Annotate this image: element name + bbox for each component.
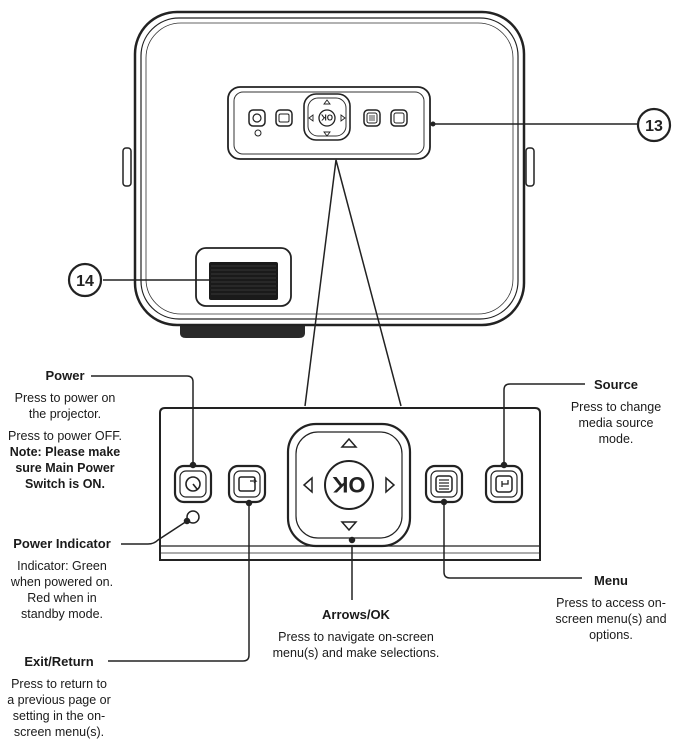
menu-button[interactable] (424, 464, 464, 504)
power-desc-2-plain: Press to power OFF. (8, 429, 122, 443)
source-label-block: Source Press to change media source mode… (566, 377, 666, 447)
callout-14-number: 14 (76, 273, 94, 290)
source-icon (495, 475, 513, 493)
menu-label-block: Menu Press to access on-screen menu(s) a… (552, 573, 670, 643)
power-desc-1: Press to power on the projector. (14, 391, 116, 421)
lens-dial (195, 247, 292, 307)
exit-return-icon (238, 476, 258, 492)
ok-button[interactable]: OK (324, 460, 374, 510)
callout-14: 14 (67, 262, 209, 298)
source-button[interactable] (484, 464, 524, 504)
menu-desc: Press to access on-screen menu(s) and op… (555, 596, 667, 642)
arrow-left-icon[interactable] (302, 476, 313, 494)
svg-text:OK: OK (321, 113, 333, 122)
ok-button-label: OK (332, 472, 365, 497)
power-button[interactable] (173, 464, 213, 504)
arrows-ok-label-block: Arrows/OK Press to navigate on-screen me… (266, 607, 446, 661)
arrow-up-icon[interactable] (340, 437, 358, 448)
source-desc: Press to change media source mode. (570, 400, 662, 446)
exit-return-desc: Press to return to a previous page or se… (7, 677, 111, 739)
power-title: Power (45, 368, 85, 383)
zoom-lines (304, 159, 402, 407)
power-icon (185, 476, 201, 492)
exit-return-label-block: Exit/Return Press to return to a previou… (6, 654, 112, 740)
callout-13: 13 (434, 107, 672, 143)
menu-icon (435, 475, 453, 493)
callout-13-number: 13 (645, 118, 663, 135)
arrows-ok-title: Arrows/OK (322, 607, 390, 622)
leader-lines (91, 375, 585, 662)
power-desc-2: Press to power OFF. Note: Please make su… (6, 428, 124, 492)
power-indicator-desc: Indicator: Green when powered on. Red wh… (10, 559, 114, 621)
top-control-panel: OK (227, 86, 436, 160)
arrow-right-icon[interactable] (385, 476, 396, 494)
power-indicator-title: Power Indicator (13, 536, 111, 551)
power-label-block: Power Press to power on the projector. P… (6, 368, 124, 492)
source-title: Source (593, 377, 639, 392)
arrow-down-icon[interactable] (340, 521, 358, 532)
exit-return-button[interactable] (227, 464, 267, 504)
arrows-ok-pad[interactable]: OK (286, 422, 412, 548)
projector-body (122, 10, 535, 338)
power-indicator-label-block: Power Indicator Indicator: Green when po… (6, 536, 118, 622)
menu-title: Menu (594, 573, 628, 588)
arrows-ok-desc: Press to navigate on-screen menu(s) and … (272, 630, 440, 660)
exit-return-title: Exit/Return (24, 654, 94, 669)
power-desc-2-note: Note: Please make sure Main Power Switch… (9, 445, 121, 491)
